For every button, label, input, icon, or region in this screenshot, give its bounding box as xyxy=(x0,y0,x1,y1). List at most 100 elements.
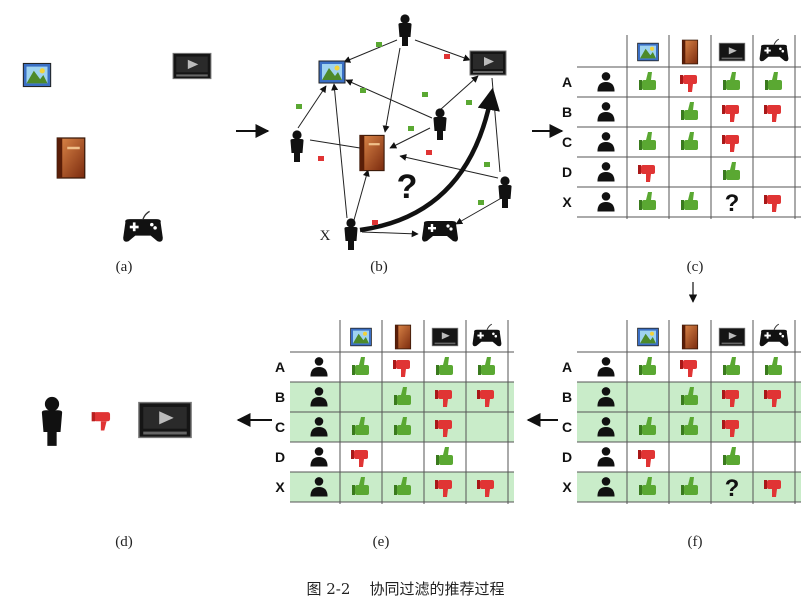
thumbs-up-icon xyxy=(394,417,411,435)
user-label: D xyxy=(275,449,285,465)
person-icon xyxy=(310,417,328,437)
person-icon xyxy=(310,477,328,497)
person-icon xyxy=(398,14,412,46)
user-label: B xyxy=(562,389,572,405)
thumbs-down-icon xyxy=(764,390,781,407)
user-label: X xyxy=(562,479,572,495)
thumbs-up-icon xyxy=(352,477,369,495)
panel-e-label: (e) xyxy=(373,534,390,550)
video-icon xyxy=(469,50,507,76)
thumbs-down-icon xyxy=(722,105,739,122)
person-icon xyxy=(597,357,615,377)
thumbs-down-icon xyxy=(477,390,494,407)
gamepad-icon xyxy=(472,323,502,347)
edge-rating-marks xyxy=(296,42,490,225)
thumbs-up-icon xyxy=(639,132,656,150)
person-icon xyxy=(498,176,512,208)
thumbs-up-icon xyxy=(681,132,698,150)
person-icon xyxy=(290,130,304,162)
user-label: C xyxy=(275,419,285,435)
user-label: X xyxy=(562,194,572,210)
thumbs-up-icon xyxy=(639,417,656,435)
thumbs-up-icon xyxy=(723,72,740,90)
person-icon xyxy=(597,387,615,407)
thumbs-up-icon xyxy=(723,447,740,465)
thumbs-up-icon xyxy=(436,447,453,465)
thumbs-up-icon xyxy=(681,417,698,435)
person-icon xyxy=(310,357,328,377)
thumbs-down-icon xyxy=(435,420,452,437)
book-icon xyxy=(681,324,699,350)
thumbs-down-icon xyxy=(91,412,111,431)
thumbs-down-icon xyxy=(764,105,781,122)
gamepad-icon xyxy=(123,210,163,242)
table-grid xyxy=(577,320,801,504)
picture-icon xyxy=(350,327,372,347)
video-icon xyxy=(718,42,746,62)
person-icon xyxy=(597,192,615,212)
panel-d: (d) xyxy=(41,396,192,550)
video-icon xyxy=(138,401,192,439)
user-label: X xyxy=(275,479,285,495)
person-icon xyxy=(597,477,615,497)
thumbs-down-icon xyxy=(638,450,655,467)
book-icon xyxy=(394,324,412,350)
person-icon xyxy=(597,447,615,467)
picture-icon xyxy=(637,42,659,62)
thumbs-up-icon xyxy=(765,72,782,90)
thumbs-up-icon xyxy=(639,357,656,375)
panel-f-label: (f) xyxy=(688,534,703,550)
target-user-label: X xyxy=(320,228,331,244)
thumbs-up-icon xyxy=(681,102,698,120)
panel-b-label: (b) xyxy=(370,259,388,275)
unknown-rating-mark: ? xyxy=(725,190,740,217)
thumbs-up-icon xyxy=(681,192,698,210)
book-icon xyxy=(359,134,385,172)
thumbs-up-icon xyxy=(681,387,698,405)
picture-icon xyxy=(637,327,659,347)
user-label: D xyxy=(562,449,572,465)
thumbs-up-icon xyxy=(394,477,411,495)
thumbs-up-icon xyxy=(639,477,656,495)
thumbs-up-icon xyxy=(681,477,698,495)
person-icon xyxy=(433,108,447,140)
user-label: A xyxy=(275,359,285,375)
person-icon xyxy=(597,132,615,152)
thumbs-up-icon xyxy=(478,357,495,375)
thumbs-up-icon xyxy=(639,192,656,210)
person-icon xyxy=(310,387,328,407)
picture-icon xyxy=(318,60,346,84)
user-label: C xyxy=(562,134,572,150)
thumbs-up-icon xyxy=(352,357,369,375)
thumbs-up-icon xyxy=(436,357,453,375)
unknown-rating-mark: ? xyxy=(397,168,418,206)
thumbs-down-icon xyxy=(764,195,781,212)
person-icon xyxy=(41,396,63,446)
figure-caption: 图 2-2 协同过滤的推荐过程 xyxy=(0,578,811,599)
thumbs-up-icon xyxy=(723,357,740,375)
person-icon xyxy=(597,72,615,92)
figure-number: 图 2-2 xyxy=(306,580,351,598)
panel-c-label: (c) xyxy=(687,259,704,275)
thumbs-up-icon xyxy=(394,387,411,405)
thumbs-up-icon xyxy=(352,417,369,435)
video-icon xyxy=(172,52,212,80)
user-label: A xyxy=(562,359,572,375)
video-icon xyxy=(431,327,459,347)
recommendation-curve xyxy=(359,87,500,233)
thumbs-down-icon xyxy=(351,450,368,467)
thumbs-up-icon xyxy=(639,72,656,90)
person-icon xyxy=(310,447,328,467)
gamepad-icon xyxy=(759,38,789,62)
thumbs-down-icon xyxy=(638,165,655,182)
thumbs-down-icon xyxy=(722,420,739,437)
thumbs-down-icon xyxy=(764,480,781,497)
user-label: B xyxy=(275,389,285,405)
unknown-rating-mark: ? xyxy=(725,475,740,502)
picture-icon xyxy=(22,62,52,88)
person-icon xyxy=(344,218,358,250)
thumbs-down-icon xyxy=(722,135,739,152)
